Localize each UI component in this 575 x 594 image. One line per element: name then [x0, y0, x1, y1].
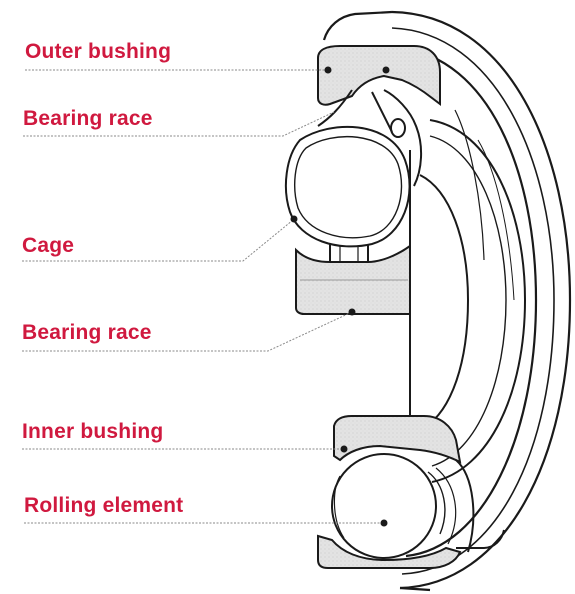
- label-cage: Cage: [22, 234, 74, 258]
- upper-inner-race-section: [296, 246, 410, 314]
- dot-cage: [291, 216, 298, 223]
- dot-inner-bushing: [341, 446, 348, 453]
- dot-rolling-element: [381, 520, 388, 527]
- label-bearing-race-lower: Bearing race: [22, 321, 152, 345]
- label-outer-bushing: Outer bushing: [25, 40, 171, 64]
- rolling-element-ball: [332, 454, 473, 558]
- label-inner-bushing: Inner bushing: [22, 420, 163, 444]
- dot-outer-bushing-2: [383, 67, 390, 74]
- outer-bushing-section: [318, 46, 440, 105]
- dot-outer-bushing: [325, 67, 332, 74]
- label-bearing-race-upper: Bearing race: [23, 107, 153, 131]
- dot-bearing-race-lower: [349, 309, 356, 316]
- label-rolling-element: Rolling element: [24, 494, 183, 518]
